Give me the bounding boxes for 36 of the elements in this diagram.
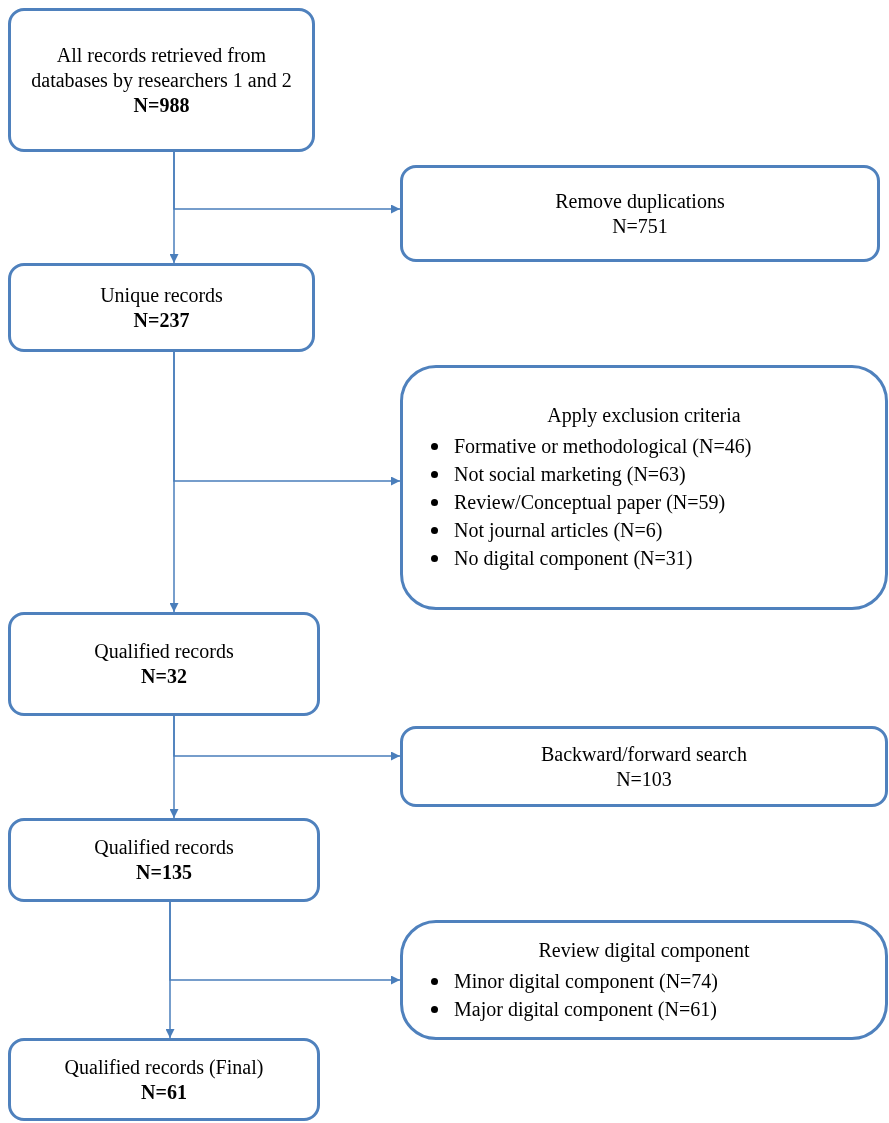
- record-count: N=32: [141, 664, 187, 689]
- box-heading: Apply exclusion criteria: [547, 403, 741, 428]
- record-count: N=61: [141, 1079, 187, 1105]
- record-count: N=135: [136, 860, 192, 885]
- record-count: N=103: [616, 766, 672, 792]
- arrow: [173, 151, 401, 214]
- arrow: [173, 351, 401, 486]
- criterion-text: Not social marketing (N=63): [454, 462, 686, 488]
- arrow: [173, 715, 401, 761]
- process-box: [8, 818, 320, 902]
- box-heading: Unique records: [100, 282, 223, 308]
- record-count: N=988: [133, 92, 190, 118]
- criterion-text: Review/Conceptual paper (N=59): [454, 490, 726, 516]
- box-heading: Qualified records (Final): [64, 1054, 264, 1080]
- criterion-text: Formative or methodological (N=46): [454, 434, 752, 460]
- box-heading: Remove duplications: [555, 188, 725, 214]
- process-box: [8, 1038, 320, 1121]
- record-count: N=237: [133, 307, 190, 333]
- process-box: [8, 612, 320, 716]
- arrow: [169, 901, 401, 985]
- process-box: [8, 263, 315, 352]
- process-box: [8, 8, 315, 152]
- criterion-text: Major digital component (N=61): [454, 996, 717, 1023]
- box-heading: Qualified records: [94, 639, 234, 664]
- process-box: [400, 365, 888, 610]
- criterion-text: Not journal articles (N=6): [454, 518, 663, 544]
- box-heading: All records retrieved from databases by researchers 1 and 2: [30, 42, 293, 93]
- process-box: [400, 165, 880, 262]
- record-count: N=751: [612, 213, 668, 239]
- process-box: [400, 920, 888, 1040]
- criterion-text: Minor digital component (N=74): [454, 968, 718, 995]
- process-box: [400, 726, 888, 807]
- box-heading: Review digital component: [538, 937, 750, 963]
- criterion-text: No digital component (N=31): [454, 546, 693, 572]
- box-heading: Backward/forward search: [541, 741, 747, 767]
- box-heading: Qualified records: [94, 835, 234, 860]
